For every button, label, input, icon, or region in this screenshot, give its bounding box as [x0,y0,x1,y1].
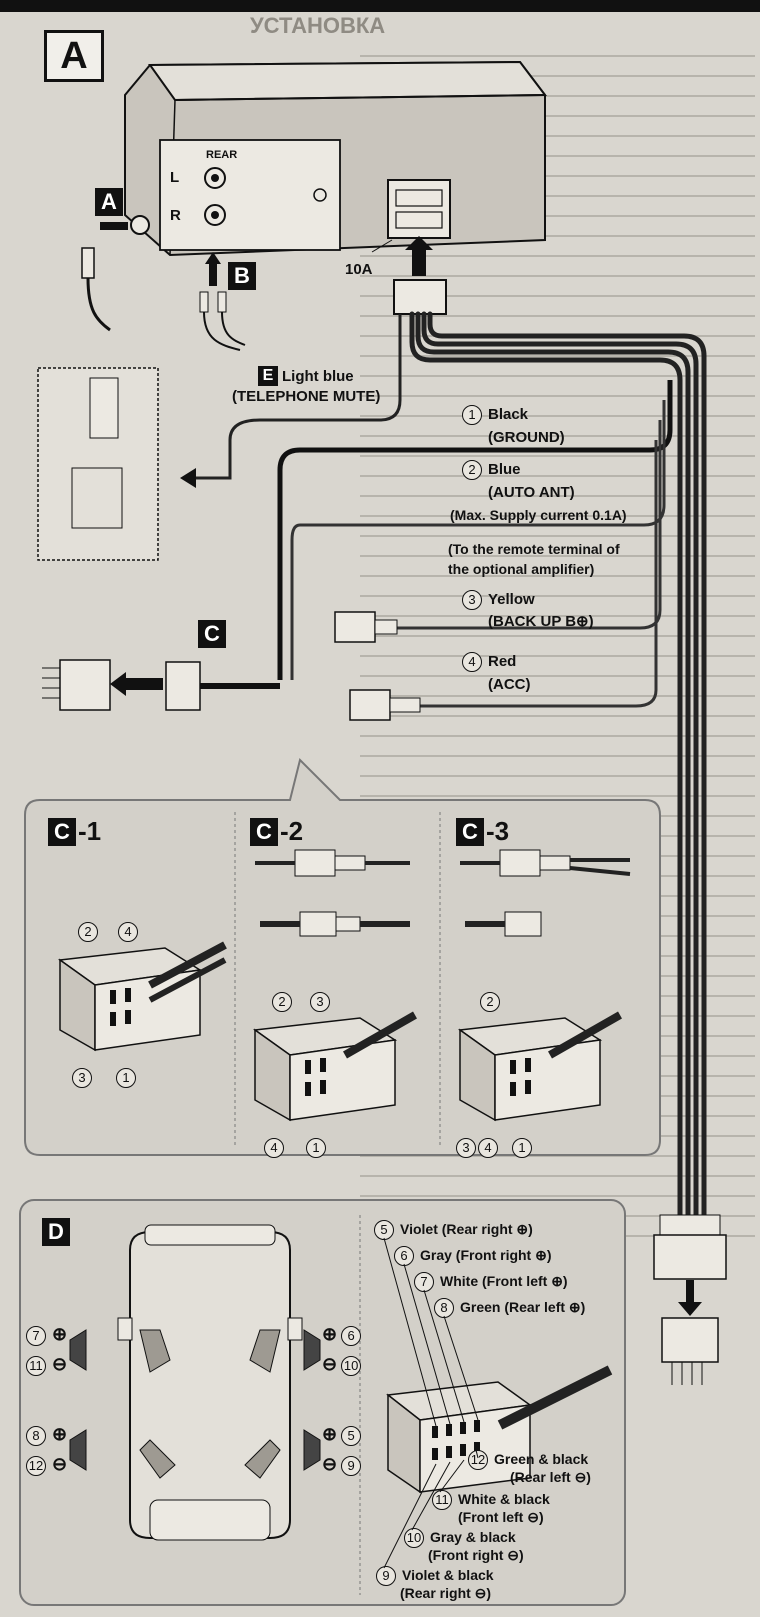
left-channel-label: L [170,169,180,186]
c1-num-2: 2 [78,922,104,943]
callout-c-badge: C [198,620,226,648]
bleed-title: УСТАНОВКА [250,16,386,36]
figure-a-label: A [44,30,104,82]
speaker-right-front-minus: ⊖10 [322,1355,367,1377]
rear-label: REAR [206,149,238,161]
c1-num-3: 3 [72,1068,98,1089]
fuse-label: 10A [345,261,373,278]
callout-b-arrow [209,262,217,286]
wire-1-label: 1 Black [462,405,529,426]
c3-num-1: 1 [512,1138,538,1159]
panel-c2-badge: C [250,818,278,846]
panel-c3-badge: C [456,818,484,846]
c2-num-2: 2 [272,992,298,1013]
connector-arrow [412,246,426,276]
c1-num-1: 1 [116,1068,142,1089]
speaker-right-rear-minus: ⊖9 [322,1455,367,1477]
wire-2-color: Blue [488,461,521,478]
c3-num-4: 4 [478,1138,504,1159]
antenna-plug [81,247,111,332]
wire-4-num: 4 [462,652,482,673]
speaker-right-rear-plus: ⊕5 [322,1425,367,1447]
wire-1-color: Black [488,406,529,423]
harness-plug [393,279,447,315]
wire-4-function: (ACC) [488,676,531,693]
harness-end-plug [653,1214,727,1385]
remote-note-line1: (To the remote terminal of [448,541,620,557]
c1-connector [57,941,227,1052]
speaker-right-front-plus: ⊕6 [322,1325,367,1347]
wire-4-label: 4 Red [462,652,517,673]
wire-2-num: 2 [462,460,482,481]
speaker-left-rear-minus: 12⊖ [26,1455,67,1477]
wire-3-num: 3 [462,590,482,611]
panel-c2-suffix: -2 [280,816,304,846]
wire-1-function: (GROUND) [488,429,565,446]
speaker-left-front-plus: 7⊕ [26,1325,67,1347]
remote-note-line2: the optional amplifier) [448,561,595,577]
head-unit [124,60,547,257]
wire-4-color: Red [488,653,517,670]
c1-num-4: 4 [118,922,144,943]
speaker-wire-12-sub: (Rear left ⊖) [510,1469,591,1485]
c2-num-1: 1 [306,1138,332,1159]
speaker-left-rear-plus: 8⊕ [26,1425,67,1447]
harness-bundle [409,311,707,1218]
right-channel-label: R [170,207,181,224]
top-band [0,0,760,12]
panel-c3-suffix: -3 [486,816,510,846]
callout-e-badge: E [258,366,278,386]
speaker-left-front-minus: 11⊖ [26,1355,67,1377]
wire-2-note: (Max. Supply current 0.1A) [450,507,627,523]
c2-num-3: 3 [310,992,336,1013]
c-connectors [42,611,421,721]
wire-2-function: (AUTO ANT) [488,484,575,501]
c3-connector [457,849,631,1122]
wire-light-blue [196,314,402,480]
callout-e-sub: (TELEPHONE MUTE) [232,388,381,405]
c3-num-2: 2 [480,992,506,1013]
speaker-wire-9-sub: (Rear right ⊖) [400,1585,492,1601]
wire-blue-2 [290,400,666,680]
callout-d-badge: D [42,1218,70,1246]
panel-c1-suffix: -1 [78,816,102,846]
telephone-unit [37,367,159,561]
wire-red-4 [420,440,658,708]
speaker-wire-10-sub: (Front right ⊖) [428,1547,524,1563]
c2-connector [252,849,417,1122]
callout-e-text: Light blue [282,368,354,385]
car-top-view [69,1224,321,1541]
wire-3-label: 3 Yellow [462,590,535,611]
c2-num-4: 4 [264,1138,290,1159]
wire-2-label: 2 Blue [462,460,521,481]
rca-plugs [199,291,246,351]
callout-a-arrow [100,222,128,230]
panel-c1-badge: C [48,818,76,846]
speaker-wire-11-sub: (Front left ⊖) [458,1509,544,1525]
wire-black-1 [277,380,673,680]
wire-3-color: Yellow [488,591,535,608]
c3-num-3: 3 [456,1138,482,1159]
callout-a-badge: A [95,188,123,216]
wire-3-function: (BACK UP B⊕) [488,613,594,630]
callout-b-badge: B [228,262,256,290]
wire-1-num: 1 [462,405,482,426]
